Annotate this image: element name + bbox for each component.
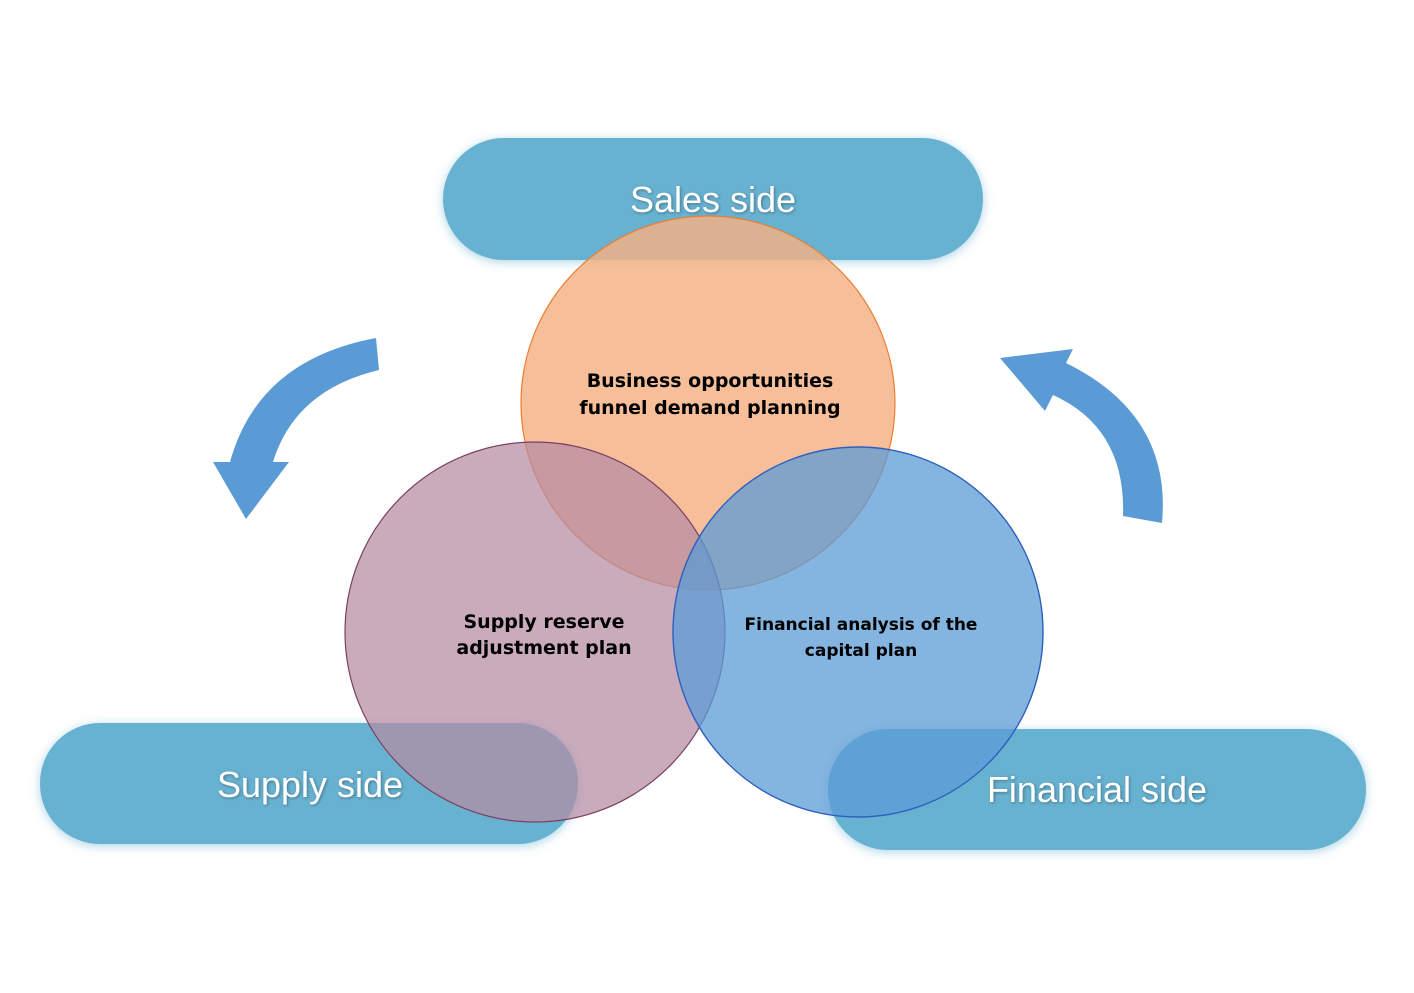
left-curved-arrow-icon — [213, 338, 379, 519]
supply-side-label: Supply side — [217, 764, 403, 805]
sales-side-label: Sales side — [630, 179, 796, 220]
supply-reserve-label-line1: Supply reserve — [463, 611, 624, 633]
business-opportunities-label-line1: Business opportunities — [587, 370, 834, 392]
business-opportunities-label-line2: funnel demand planning — [579, 397, 840, 419]
sales-side-pill: Sales side — [443, 138, 983, 260]
supply-reserve-label-line2: adjustment plan — [456, 637, 631, 659]
right-curved-arrow-icon — [1000, 349, 1163, 523]
financial-analysis-circle — [672, 446, 1044, 818]
financial-side-label: Financial side — [987, 769, 1207, 810]
financial-analysis-label-line2: capital plan — [805, 641, 917, 661]
financial-analysis-label-line1: Financial analysis of the — [745, 615, 978, 635]
